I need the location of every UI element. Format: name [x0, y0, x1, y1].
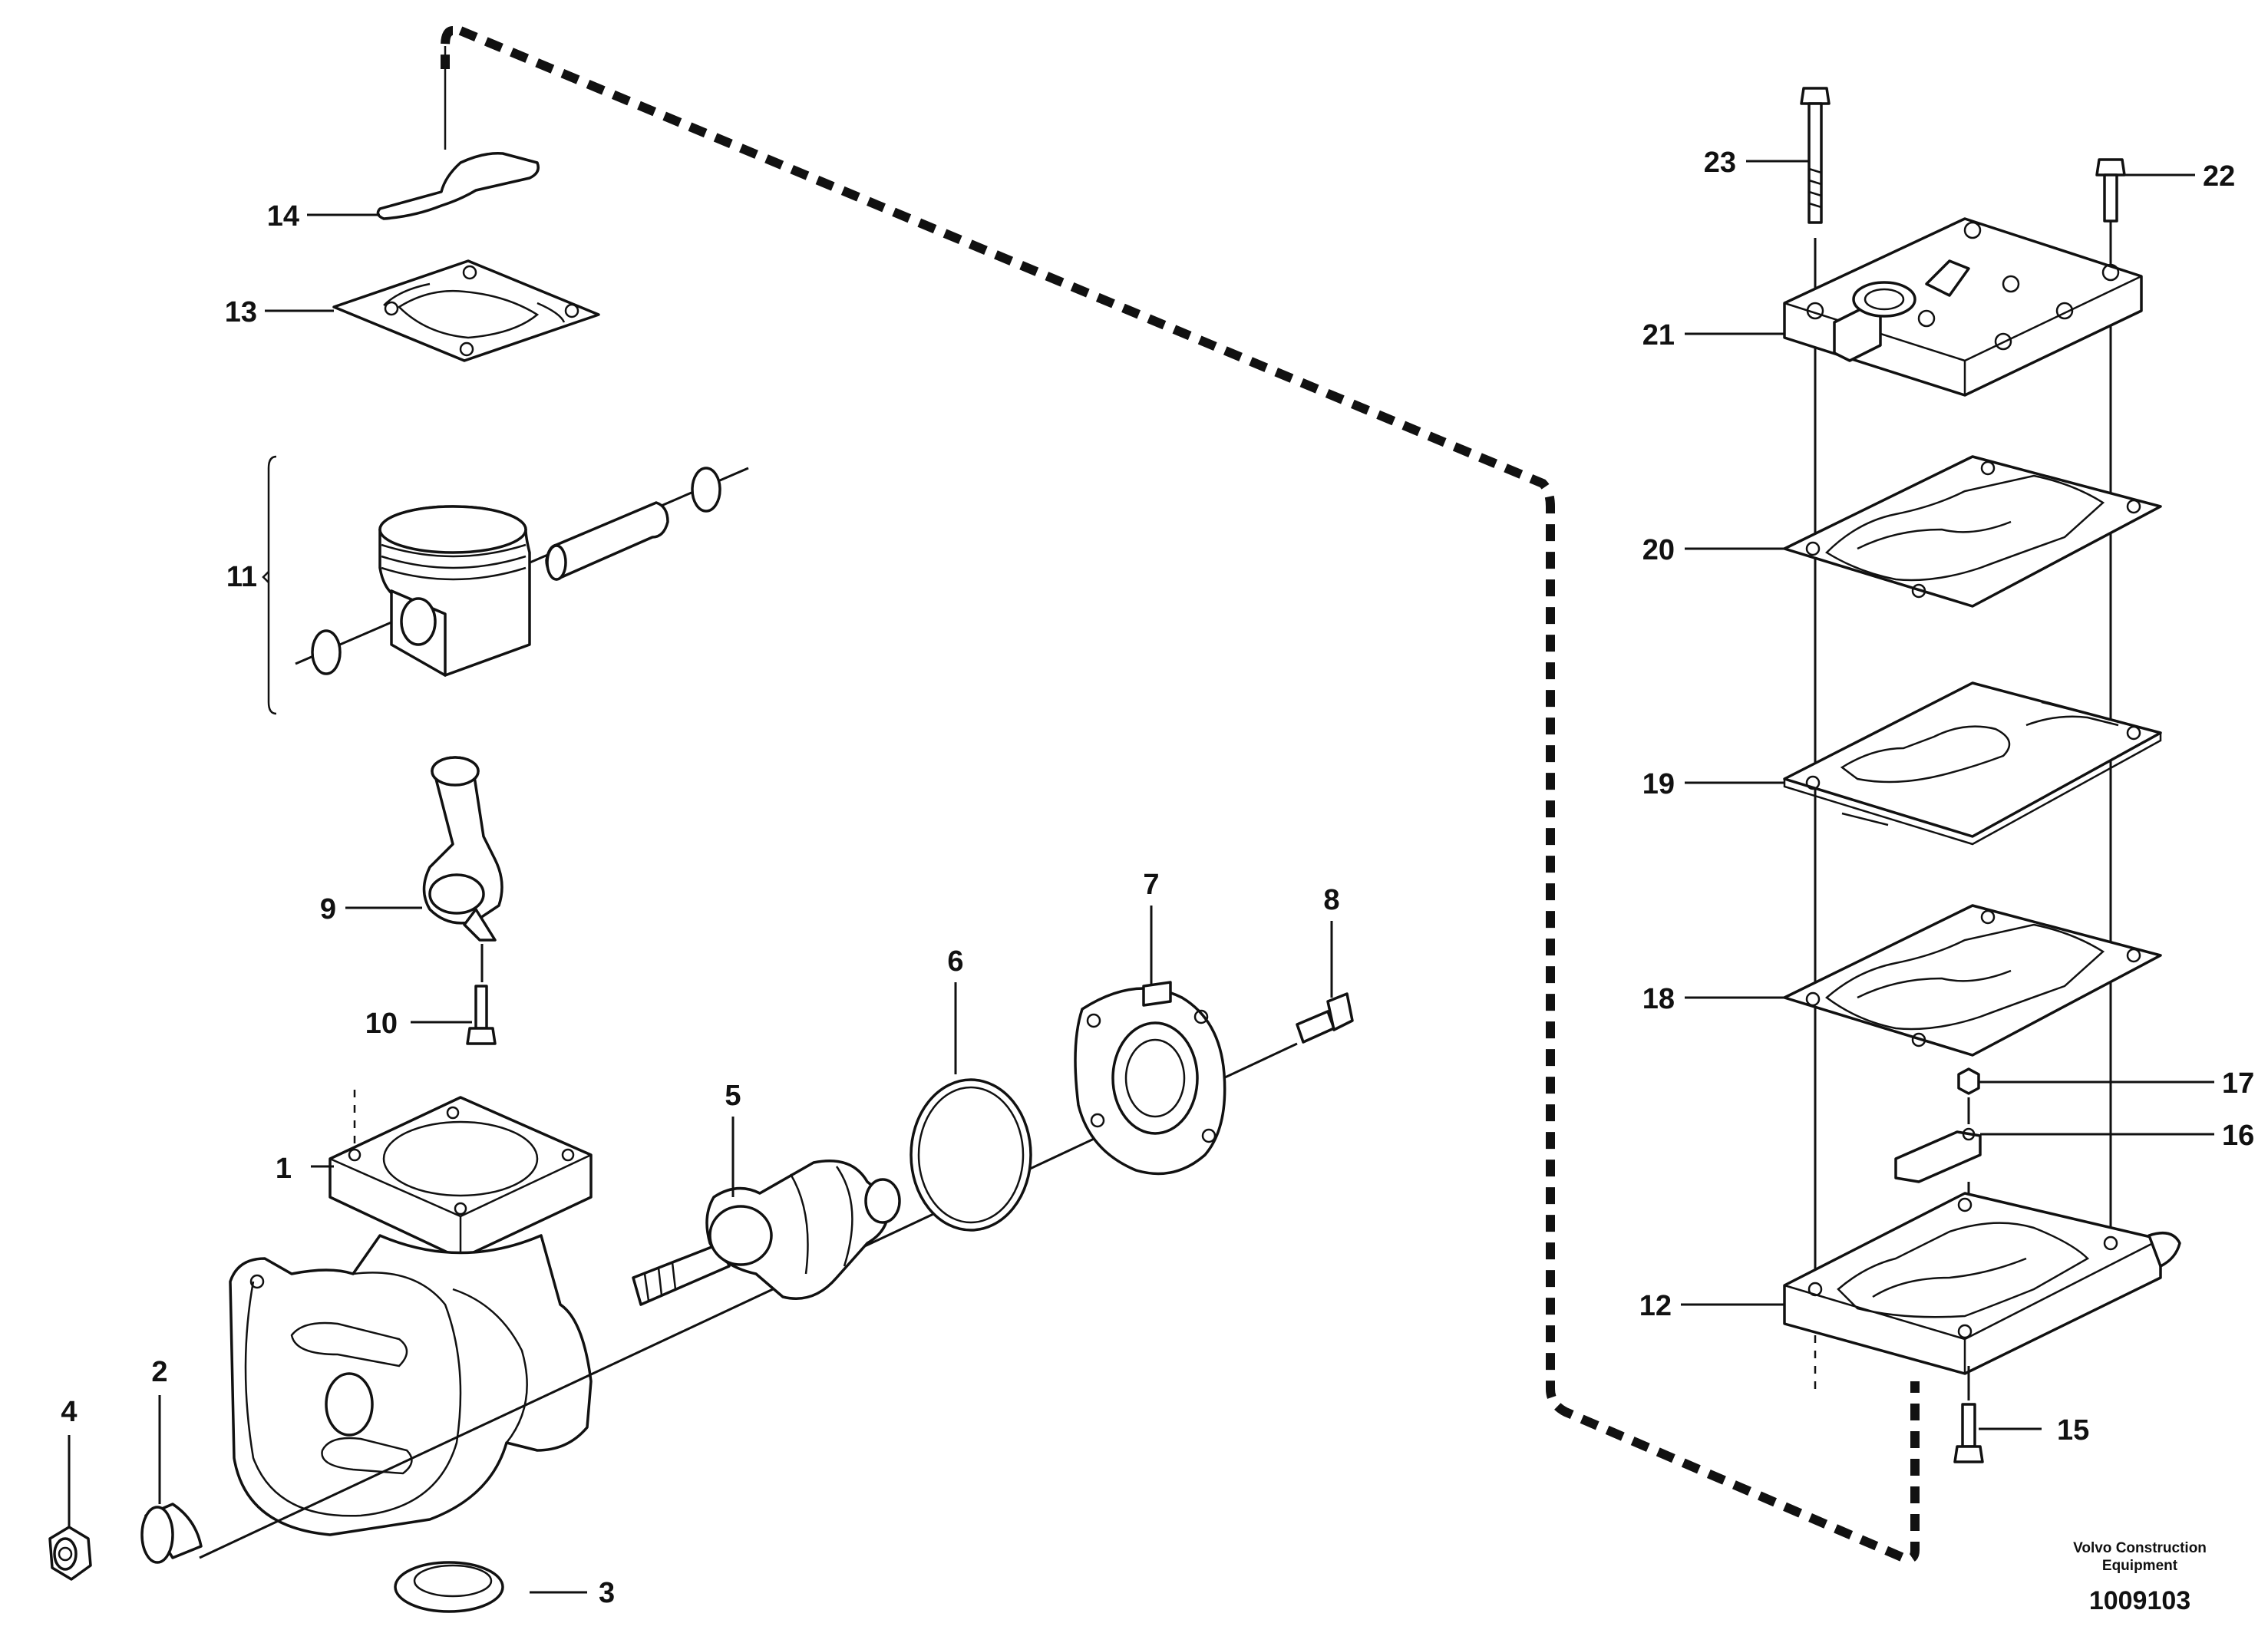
- callout-5: 5: [725, 1080, 741, 1112]
- figure-number: 1009103: [2089, 1586, 2190, 1615]
- callout-13: 13: [225, 296, 257, 328]
- callout-22: 22: [2203, 160, 2235, 193]
- part-6-o-ring: [910, 1078, 1032, 1232]
- callout-11: 11: [226, 561, 257, 593]
- callout-1: 1: [276, 1153, 292, 1185]
- part-21-cylinder-head: [1783, 217, 2143, 397]
- callout-4: 4: [61, 1396, 77, 1428]
- callout-10: 10: [365, 1008, 398, 1040]
- callout-6: 6: [947, 945, 963, 978]
- callout-20: 20: [1642, 534, 1675, 566]
- callout-19: 19: [1642, 768, 1675, 800]
- part-17-nut: [1957, 1067, 1980, 1095]
- part-10-bolt: [466, 985, 497, 1045]
- callout-17: 17: [2222, 1067, 2254, 1100]
- callout-8: 8: [1323, 884, 1339, 916]
- part-12-valve-body: [1783, 1192, 2181, 1375]
- leader-lines: [68, 160, 2214, 1594]
- part-5-crankshaft: [632, 1160, 901, 1306]
- part-14-bracket: [376, 152, 540, 220]
- callout-3: 3: [599, 1577, 615, 1609]
- part-13-gasket: [332, 259, 600, 362]
- callout-21: 21: [1642, 319, 1675, 351]
- part-8-bolt: [1296, 992, 1354, 1044]
- callout-16: 16: [2222, 1120, 2254, 1152]
- callout-12: 12: [1639, 1290, 1672, 1322]
- callout-2: 2: [151, 1356, 167, 1388]
- brand-line-1: Volvo Construction: [2073, 1540, 2207, 1556]
- part-19-valve-plate: [1783, 681, 2162, 846]
- callout-9: 9: [320, 893, 336, 925]
- part-15-bolt: [1953, 1366, 1984, 1463]
- callout-7: 7: [1143, 869, 1159, 901]
- callout-23: 23: [1704, 147, 1736, 179]
- part-3-seal: [394, 1561, 504, 1613]
- part-22-short-bolt: [2095, 158, 2126, 223]
- callout-labels: 1 2 3 4 5 6 7 8 9 10 11 12 13 14 15 16 1…: [61, 147, 2254, 1609]
- part-1-compressor-housing: [229, 1090, 593, 1536]
- part-4-nut: [48, 1526, 92, 1581]
- part-9-connecting-rod: [422, 756, 503, 982]
- part-18-gasket: [1783, 904, 2162, 1057]
- part-2-bushing: [140, 1503, 203, 1564]
- callout-15: 15: [2057, 1414, 2089, 1447]
- part-11-piston-assembly: [262, 455, 749, 715]
- assembly-boundary-dashed-line: [441, 26, 1920, 1564]
- footer: Volvo Construction Equipment 1009103: [2073, 1540, 2207, 1615]
- callout-18: 18: [1642, 983, 1675, 1015]
- brand-line-2: Equipment: [2102, 1558, 2178, 1574]
- callout-14: 14: [267, 200, 299, 233]
- part-20-gasket: [1783, 455, 2162, 608]
- part-7-end-cover: [1074, 981, 1226, 1176]
- part-23-long-bolt: [1800, 87, 1831, 224]
